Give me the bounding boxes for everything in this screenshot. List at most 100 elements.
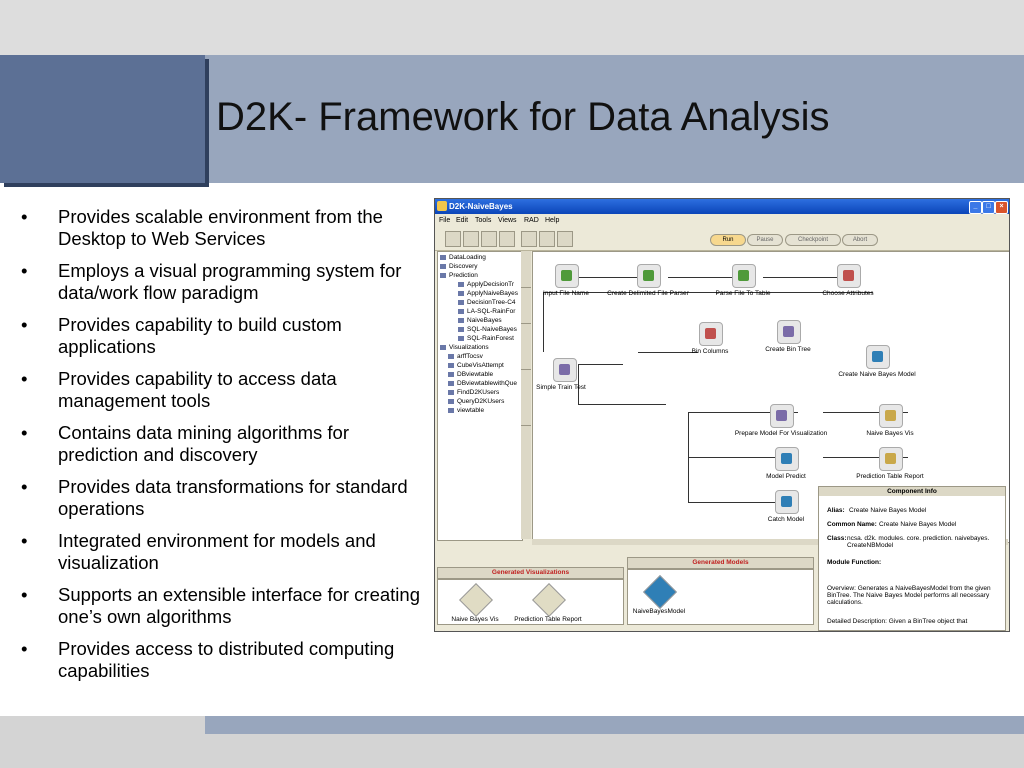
node-bin-columns[interactable] (699, 322, 723, 346)
module-icon (448, 389, 454, 395)
tab-itineraries[interactable] (521, 323, 531, 370)
connect-icon[interactable] (539, 231, 555, 247)
node-input-file-name[interactable] (555, 264, 579, 288)
tab-models[interactable] (521, 287, 531, 324)
tree-item[interactable]: QueryD2KUsers (448, 398, 504, 405)
model-diamond-icon[interactable] (643, 575, 677, 609)
bullet-marker: • (21, 260, 28, 281)
node-label: Create Naive Bayes Model (838, 371, 916, 378)
run-button[interactable]: Run (710, 234, 746, 246)
connector-line (578, 364, 579, 404)
node-label: Catch Model (767, 516, 805, 523)
horizontal-scrollbar[interactable] (532, 539, 1008, 545)
node-prediction-table-report[interactable] (879, 447, 903, 471)
tree-item[interactable]: arffTocsv (448, 353, 483, 360)
tree-label: QueryD2KUsers (457, 398, 505, 405)
node-naive-bayes-vis[interactable] (879, 404, 903, 428)
maximize-button[interactable]: □ (982, 201, 995, 214)
folder-icon (440, 254, 446, 260)
module-icon (458, 335, 464, 341)
generated-models-panel: NaiveBayesModel (627, 569, 814, 625)
window-titlebar[interactable]: D2K-NaiveBayes _ □ × (435, 199, 1009, 214)
menu-views[interactable]: Views (498, 217, 517, 224)
train-test-icon (559, 364, 570, 375)
menu-bar: File Edit Tools Views RAD Help (435, 215, 1009, 227)
bullet-text: Provides capability to access data manag… (58, 368, 337, 411)
node-label: Choose Attributes (822, 290, 874, 297)
class-value: ncsa. d2k. modules. core. prediction. na… (847, 535, 990, 549)
title-accent-block (0, 55, 205, 183)
common-name-value: Create Naive Bayes Model (879, 521, 957, 528)
tree-item[interactable]: DBviewtablewithQue (448, 380, 517, 387)
module-tree: DataLoading Discovery Prediction ApplyDe… (437, 251, 523, 541)
tree-item[interactable]: ApplyNaiveBayes (458, 290, 518, 297)
tree-label: CubeVisAttempt (457, 362, 504, 369)
checkpoint-button[interactable]: Checkpoint (785, 234, 841, 246)
tree-item[interactable]: LA-SQL-RainFor (458, 308, 515, 315)
menu-edit[interactable]: Edit (456, 217, 469, 224)
node-choose-attributes[interactable] (837, 264, 861, 288)
input-icon (561, 270, 572, 281)
tree-item[interactable]: Discovery (440, 263, 478, 270)
abort-button[interactable]: Abort (842, 234, 878, 246)
module-icon (448, 371, 454, 377)
tree-label: DBviewtablewithQue (457, 380, 517, 387)
bullet-marker: • (21, 584, 28, 605)
node-label: Parse File To Table (715, 290, 771, 297)
pause-button[interactable]: Pause (747, 234, 783, 246)
tree-item[interactable]: DataLoading (440, 254, 486, 261)
node-simple-train-test[interactable] (553, 358, 577, 382)
node-prepare-model-for-visualization[interactable] (770, 404, 794, 428)
node-parse-file-to-table[interactable] (732, 264, 756, 288)
pointer-icon[interactable] (521, 231, 537, 247)
node-model-predict[interactable] (775, 447, 799, 471)
node-label: Prepare Model For Visualization (734, 430, 828, 437)
tab-modules[interactable] (521, 251, 531, 288)
vis-icon (885, 410, 896, 421)
menu-tools[interactable]: Tools (475, 217, 492, 224)
tab-visualizations[interactable] (521, 369, 531, 426)
menu-file[interactable]: File (439, 217, 451, 224)
node-create-delimited-file-parser[interactable] (637, 264, 661, 288)
tree-item[interactable]: CubeVisAttempt (448, 362, 504, 369)
overview-text: Overview: Generates a NaiveBayesModel fr… (827, 585, 991, 606)
tree-label: DBviewtable (457, 371, 494, 378)
tree-item[interactable]: DBviewtable (448, 371, 493, 378)
node-create-naive-bayes-model[interactable] (866, 345, 890, 369)
vis-diamond-icon[interactable] (459, 583, 493, 617)
node-catch-model[interactable] (775, 490, 799, 514)
catch-icon (781, 496, 792, 507)
connector-line (688, 412, 798, 413)
menu-help[interactable]: Help (545, 217, 560, 224)
tree-item[interactable]: DecisionTree-C4 (458, 299, 516, 306)
module-icon (458, 281, 464, 287)
bottom-panels: Generated Visualizations Naive Bayes Vis… (435, 545, 1009, 631)
open-icon[interactable] (445, 231, 461, 247)
link-icon[interactable] (557, 231, 573, 247)
node-label: Naive Bayes Vis (866, 430, 914, 437)
minimize-button[interactable]: _ (969, 201, 982, 214)
tree-item[interactable]: SQL-RainForest (458, 335, 514, 342)
connector-line (543, 292, 544, 352)
menu-rad[interactable]: RAD (524, 217, 539, 224)
module-icon (458, 290, 464, 296)
connector-line (823, 457, 908, 458)
tree-item[interactable]: viewtable (448, 407, 484, 414)
properties-icon[interactable] (481, 231, 497, 247)
save-icon[interactable] (463, 231, 479, 247)
module-icon (448, 362, 454, 368)
tree-item[interactable]: Prediction (440, 272, 478, 279)
tree-item[interactable]: FindD2KUsers (448, 389, 499, 396)
module-icon (448, 407, 454, 413)
close-button[interactable]: × (995, 201, 1008, 214)
attributes-icon (843, 270, 854, 281)
node-create-bin-tree[interactable] (777, 320, 801, 344)
tree-item[interactable]: Visualizations (440, 344, 489, 351)
report-diamond-icon[interactable] (532, 583, 566, 617)
pencil-icon[interactable] (499, 231, 515, 247)
window-title: D2K-NaiveBayes (449, 202, 513, 211)
tree-item[interactable]: NaiveBayes (458, 317, 502, 324)
tree-item[interactable]: SQL-NaiveBayes (458, 326, 517, 333)
tree-item[interactable]: ApplyDecisionTr (458, 281, 514, 288)
module-icon (448, 353, 454, 359)
